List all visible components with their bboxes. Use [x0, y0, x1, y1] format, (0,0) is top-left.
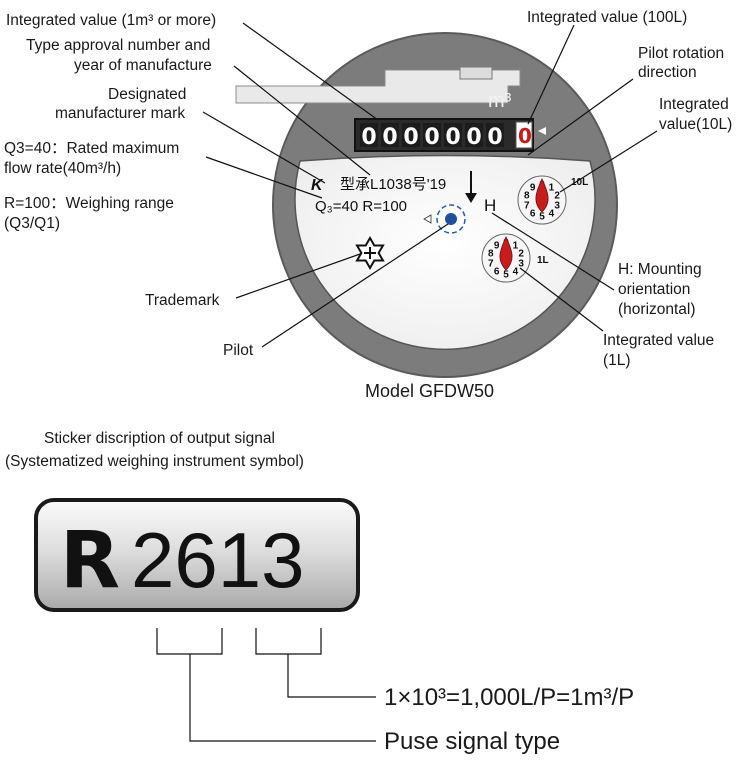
sticker-symbol: R — [60, 516, 120, 606]
dial-number: 3 — [518, 258, 524, 269]
dial-number: 8 — [524, 191, 530, 202]
leader-type — [189, 654, 376, 742]
label-pilot-rotation-1: Pilot rotation — [638, 45, 724, 62]
label-designated-1: Designated — [108, 86, 186, 103]
sticker-code: 2613 — [131, 516, 305, 604]
dial-number: 9 — [494, 241, 500, 252]
odometer-digit-cell — [360, 123, 378, 147]
odometer-red-cell — [515, 121, 533, 149]
odometer-digit: 0 — [361, 125, 376, 150]
rotation-arrow-head — [465, 193, 477, 203]
label-trademark: Trademark — [145, 292, 220, 309]
dial-1l: 0123456789 — [481, 233, 531, 283]
odometer-pointer — [538, 127, 546, 135]
dial-number: 2 — [554, 191, 560, 202]
dial-number: 4 — [549, 208, 555, 219]
trademark-star-icon — [355, 235, 385, 271]
cover-lever — [235, 69, 521, 104]
dial-1l-tag: 1L — [537, 255, 549, 266]
dial-number: 1 — [549, 183, 555, 194]
label-type-approval-2: year of manufacture — [74, 57, 212, 74]
odometer-digit-cell — [486, 123, 504, 147]
dial-1l-pointer — [499, 236, 513, 271]
label-mounting-1: H: Mounting — [618, 261, 702, 278]
dial-number: 5 — [539, 212, 545, 223]
label-integrated-100l: Integrated value (100L) — [527, 9, 687, 26]
label-integrated-10l-1: Integrated — [659, 96, 729, 113]
odometer-digit-cell — [402, 123, 420, 147]
dial-10l: 0123456789 — [517, 175, 567, 225]
odometer-digit-cell — [423, 123, 441, 147]
dial-number: 5 — [503, 270, 509, 281]
unit-label: m³ — [488, 90, 512, 112]
label-pilot: Pilot — [223, 342, 254, 359]
dial-number: 7 — [524, 200, 530, 211]
sticker-plate — [34, 498, 360, 612]
dial-10l-pointer — [535, 178, 549, 213]
dial-number: 6 — [494, 266, 500, 277]
dial-number: 7 — [488, 258, 494, 269]
leader-value — [287, 654, 376, 698]
label-mounting-2: orientation — [618, 281, 690, 298]
label-designated-2: manufacturer mark — [55, 105, 185, 122]
odometer-digit: 0 — [382, 125, 397, 150]
dial-number: 2 — [518, 249, 524, 260]
dial-10l-tag: 10L — [571, 177, 588, 188]
label-r100-1: R=100：Weighing range — [4, 195, 174, 212]
odometer-digit-cell — [465, 123, 483, 147]
label-integrated-1l-2: (1L) — [603, 352, 631, 369]
label-r100-2: (Q3/Q1) — [4, 215, 60, 232]
model-caption: Model GFDW50 — [365, 381, 494, 401]
orientation-letter: H — [484, 196, 496, 215]
bracket-value — [255, 628, 322, 655]
approval-number: 型承L1038号'19 — [340, 176, 446, 193]
dial-number: 8 — [488, 249, 494, 260]
odometer-digit: 0 — [424, 125, 439, 150]
label-pilot-rotation-2: direction — [638, 64, 697, 81]
dial-number: 4 — [513, 266, 519, 277]
sticker-title-1: Sticker discription of output signal — [44, 430, 275, 447]
odometer-digit-cell — [444, 123, 462, 147]
dial-number: 6 — [530, 208, 536, 219]
manufacturer-mark: K — [311, 177, 324, 194]
lever-tab — [459, 66, 493, 80]
dial-number: 3 — [554, 200, 560, 211]
annotation-value: 1×10³=1,000L/P=1m³/P — [384, 684, 634, 711]
label-q3-1: Q3=40：Rated maximum — [4, 140, 179, 157]
leader-lines — [202, 22, 658, 348]
odometer-digit-cell — [381, 123, 399, 147]
label-q3-2: flow rate(40m³/h) — [4, 160, 121, 177]
sticker-title-2: (Systematized weighing instrument symbol… — [5, 453, 304, 470]
q3-r-marking: Q₃=40 R=100 — [315, 198, 407, 215]
label-integrated-1m3: Integrated value (1m³ or more) — [6, 12, 216, 29]
bracket-type — [156, 628, 223, 655]
odometer-digit: 0 — [487, 125, 502, 150]
odometer-digit: 0 — [403, 125, 418, 150]
sticker-section: Sticker discription of output signal (Sy… — [5, 430, 634, 755]
callout-labels: Integrated value (1m³ or more) Type appr… — [4, 9, 732, 401]
dial-number: 9 — [530, 183, 536, 194]
annotation-type: Puse signal type — [384, 728, 560, 755]
odometer-digit: 0 — [445, 125, 460, 150]
dial-number: 1 — [513, 241, 519, 252]
label-integrated-10l-2: value(10L) — [659, 116, 732, 133]
odometer-digit: 0 — [466, 125, 481, 150]
dial-10l-numbers: 0123456789 — [524, 180, 560, 223]
odometer-red-digit: 0 — [518, 124, 532, 148]
label-mounting-3: (horizontal) — [618, 301, 696, 318]
label-integrated-1l-1: Integrated value — [603, 332, 714, 349]
label-type-approval-1: Type approval number and — [26, 37, 210, 54]
